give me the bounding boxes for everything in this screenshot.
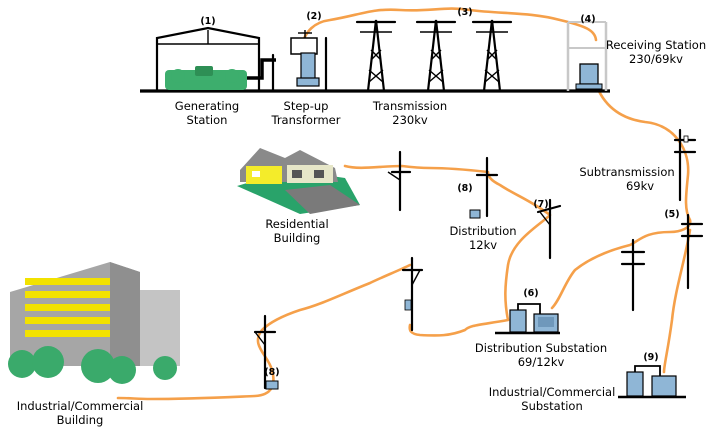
receiving-station-label-line2: 230/69kv <box>629 52 683 66</box>
subtransmission-pole-3 <box>620 238 646 312</box>
distribution-label-line1: Distribution <box>449 224 516 238</box>
industrial-building-label-line2: Building <box>57 413 104 427</box>
residential-pole-2 <box>469 156 499 219</box>
distribution-pole-7 <box>536 198 562 260</box>
generating-station-label-line2: Station <box>187 113 228 127</box>
receiving-station-label-line1: Receiving Station <box>606 38 706 52</box>
step-8-number-industrial: (8) <box>264 367 279 378</box>
industrial-substation-label-line1: Industrial/Commercial <box>489 385 616 399</box>
industrial-building <box>8 262 180 384</box>
step-3-number: (3) <box>457 7 472 18</box>
step-2-number: (2) <box>306 11 321 22</box>
distribution-substation-label-line2: 69/12kv <box>518 355 565 369</box>
step-4-number: (4) <box>580 14 595 25</box>
subtransmission-label-line2: 69kv <box>626 179 654 193</box>
generating-station-label-line1: Generating <box>175 99 239 113</box>
step-7-number: (7) <box>533 199 548 210</box>
step-5-number: (5) <box>664 209 679 220</box>
generating-station <box>155 26 276 93</box>
step-9-number: (9) <box>643 352 658 363</box>
industrial-feed-pole-2 <box>253 314 279 390</box>
step-6-number: (6) <box>523 288 538 299</box>
residential-pole-1 <box>387 150 412 212</box>
transmission-tower-2 <box>415 19 457 93</box>
step-1-number: (1) <box>200 16 215 27</box>
transmission-tower-3 <box>471 19 513 93</box>
subtransmission-pole-2 <box>680 213 704 290</box>
distribution-substation-label-line1: Distribution Substation <box>475 341 607 355</box>
industrial-feed-pole-1 <box>401 256 424 332</box>
transmission-label-line1: Transmission <box>372 99 447 113</box>
step-8-number-residential: (8) <box>457 183 472 194</box>
subtransmission-label-line1: Subtransmission <box>579 165 674 179</box>
residential-building-label-line2: Building <box>274 231 321 245</box>
stepup-transformer-label-line2: Transformer <box>270 113 340 127</box>
distribution-label-line2: 12kv <box>469 238 497 252</box>
industrial-building-label-line1: Industrial/Commercial <box>17 399 144 413</box>
subtransmission-pole-1 <box>673 128 697 202</box>
residential-building-label-line1: Residential <box>265 217 328 231</box>
residential-building <box>237 148 360 214</box>
industrial-substation <box>618 365 686 399</box>
receiving-station <box>566 21 608 91</box>
distribution-substation <box>495 303 560 335</box>
industrial-substation-label-line2: Substation <box>521 399 582 413</box>
stepup-transformer-label-line1: Step-up <box>284 99 329 113</box>
transmission-tower-1 <box>355 19 397 93</box>
stepup-transformer <box>271 30 328 93</box>
transmission-label-line2: 230kv <box>392 113 428 127</box>
